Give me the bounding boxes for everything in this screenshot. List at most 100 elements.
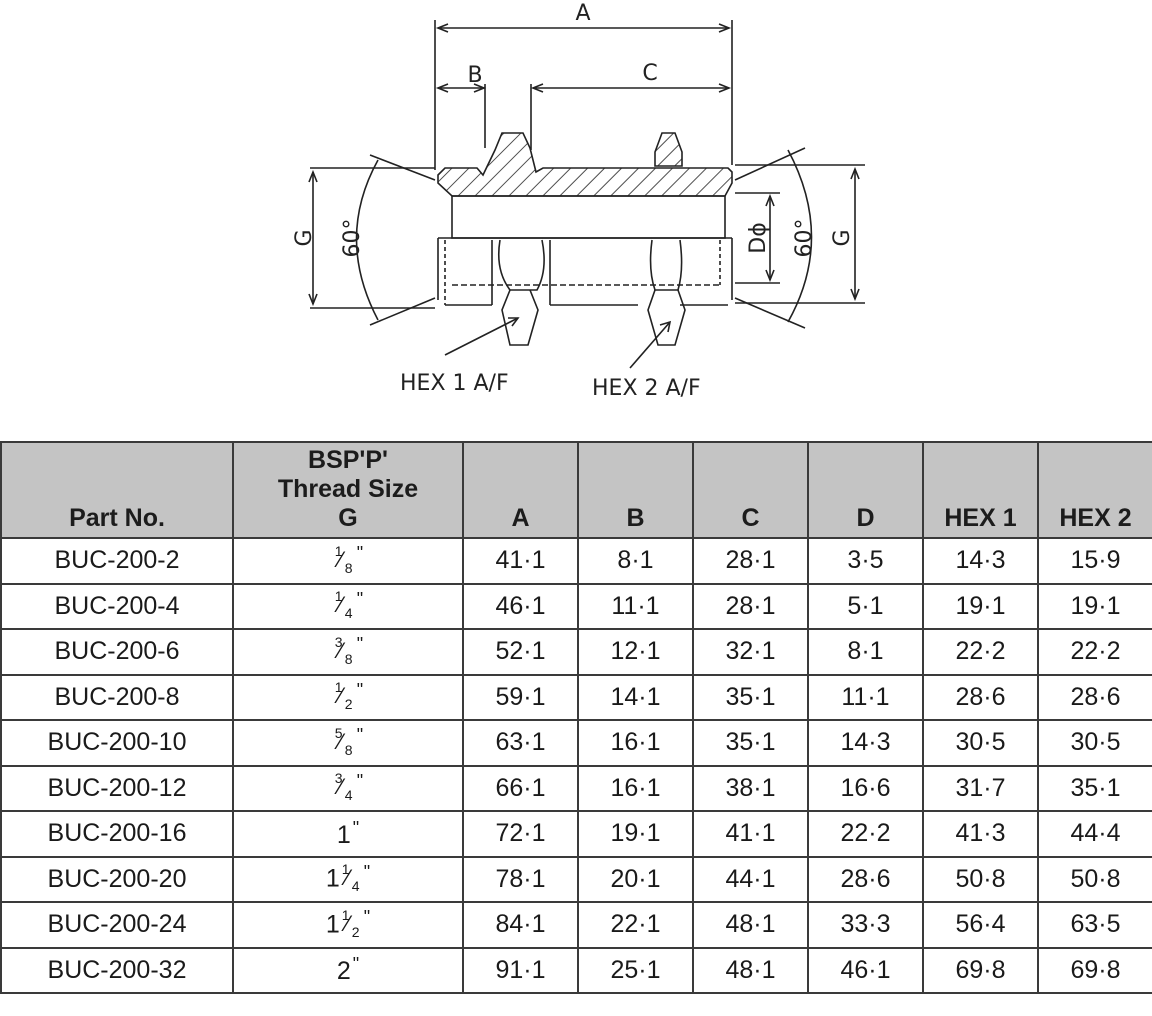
cell-hex1: 30·5 xyxy=(922,719,1039,767)
cell-c: 28·1 xyxy=(692,537,809,585)
cell-part-no: BUC-200-20 xyxy=(0,855,234,903)
cell-c: 48·1 xyxy=(692,901,809,949)
cell-d: 8·1 xyxy=(807,628,924,676)
thread-whole: 1 xyxy=(325,864,340,893)
cell-d: 22·2 xyxy=(807,810,924,858)
cell-a: 52·1 xyxy=(462,628,579,676)
fraction-denominator: 4 xyxy=(344,605,353,622)
header-hex1: HEX 1 xyxy=(922,441,1039,539)
cell-a: 66·1 xyxy=(462,764,579,812)
cell-d: 14·3 xyxy=(807,719,924,767)
cell-part-no: BUC-200-24 xyxy=(0,901,234,949)
cell-hex1: 56·4 xyxy=(922,901,1039,949)
cell-b: 19·1 xyxy=(577,810,694,858)
cell-b: 22·1 xyxy=(577,901,694,949)
cell-c: 38·1 xyxy=(692,764,809,812)
cell-part-no: BUC-200-16 xyxy=(0,810,234,858)
thread-fraction: 1⁄4 xyxy=(340,861,362,897)
header-thread-line2: Thread Size xyxy=(277,475,419,503)
thread-fraction: 3⁄4 xyxy=(333,770,355,806)
thread-fraction: 1⁄2 xyxy=(340,907,362,943)
inch-mark: " xyxy=(352,817,360,838)
header-thread-line3: G xyxy=(338,504,358,532)
dimension-a-label: A xyxy=(575,1,590,26)
fraction-slash: ⁄ xyxy=(338,683,343,709)
inch-mark: " xyxy=(363,861,371,882)
hex2-label: HEX 2 A/F xyxy=(592,376,701,401)
cell-b: 12·1 xyxy=(577,628,694,676)
inch-mark: " xyxy=(356,770,364,791)
cell-c: 48·1 xyxy=(692,946,809,994)
angle-left-label: 60° xyxy=(340,219,365,258)
cell-b: 11·1 xyxy=(577,582,694,630)
fraction-numerator: 1 xyxy=(334,679,343,696)
cell-part-no: BUC-200-32 xyxy=(0,946,234,994)
dimension-d-label: Dϕ xyxy=(746,222,771,253)
cell-hex1: 50·8 xyxy=(922,855,1039,903)
cell-hex2: 44·4 xyxy=(1037,810,1152,858)
fraction-denominator: 8 xyxy=(344,559,353,576)
cell-hex1: 28·6 xyxy=(922,673,1039,721)
table-row: BUC-200-16 1⁄" 72·1 19·1 41·1 22·2 41·3 … xyxy=(0,810,1152,858)
fraction-slash: ⁄ xyxy=(338,728,343,754)
fraction-numerator: 3 xyxy=(334,633,343,650)
fraction-numerator: 1 xyxy=(341,906,350,923)
cell-hex1: 22·2 xyxy=(922,628,1039,676)
fraction-denominator: 2 xyxy=(344,696,353,713)
fraction-slash: ⁄ xyxy=(345,910,350,936)
thread-whole: 1 xyxy=(325,910,340,939)
cell-b: 16·1 xyxy=(577,719,694,767)
table-row: BUC-200-10 5⁄8" 63·1 16·1 35·1 14·3 30·5… xyxy=(0,719,1152,767)
cell-hex2: 69·8 xyxy=(1037,946,1152,994)
cell-hex2: 35·1 xyxy=(1037,764,1152,812)
thread-fraction: 1⁄4 xyxy=(333,588,355,624)
dimension-table: Part No. BSP'P' Thread Size G A B C D HE… xyxy=(0,441,1152,994)
fraction-denominator: 8 xyxy=(344,741,353,758)
table-row: BUC-200-6 3⁄8" 52·1 12·1 32·1 8·1 22·2 2… xyxy=(0,628,1152,676)
fraction-denominator: 2 xyxy=(351,923,360,940)
cell-part-no: BUC-200-4 xyxy=(0,582,234,630)
header-hex2: HEX 2 xyxy=(1037,441,1152,539)
cell-thread-size: 1⁄" xyxy=(232,810,464,858)
cell-c: 32·1 xyxy=(692,628,809,676)
cell-d: 46·1 xyxy=(807,946,924,994)
header-part-no: Part No. xyxy=(0,441,234,539)
cell-c: 35·1 xyxy=(692,673,809,721)
cell-c: 35·1 xyxy=(692,719,809,767)
cell-thread-size: 1⁄8" xyxy=(232,537,464,585)
dimension-b-label: B xyxy=(467,63,482,88)
cell-hex2: 63·5 xyxy=(1037,901,1152,949)
cell-a: 46·1 xyxy=(462,582,579,630)
cell-c: 41·1 xyxy=(692,810,809,858)
fraction-numerator: 3 xyxy=(334,770,343,787)
cell-hex1: 19·1 xyxy=(922,582,1039,630)
inch-mark: " xyxy=(356,588,364,609)
cell-a: 72·1 xyxy=(462,810,579,858)
cell-d: 3·5 xyxy=(807,537,924,585)
cell-a: 84·1 xyxy=(462,901,579,949)
fraction-slash: ⁄ xyxy=(338,774,343,800)
inch-mark: " xyxy=(363,907,371,928)
cell-hex2: 28·6 xyxy=(1037,673,1152,721)
fraction-numerator: 5 xyxy=(334,724,343,741)
cell-b: 25·1 xyxy=(577,946,694,994)
thread-fraction: 1⁄8 xyxy=(333,543,355,579)
cell-part-no: BUC-200-6 xyxy=(0,628,234,676)
dimension-g-left-label: G xyxy=(292,229,317,246)
cell-d: 33·3 xyxy=(807,901,924,949)
fitting-technical-drawing: A B C G 60° Dϕ 60° G HEX 1 A/F HEX 2 A/F xyxy=(280,0,880,410)
angle-right-label: 60° xyxy=(792,219,817,258)
cell-b: 14·1 xyxy=(577,673,694,721)
fraction-denominator: 4 xyxy=(344,787,353,804)
inch-mark: " xyxy=(352,954,360,975)
thread-whole: 2 xyxy=(336,957,351,986)
cell-d: 11·1 xyxy=(807,673,924,721)
header-a: A xyxy=(462,441,579,539)
fraction-denominator: 4 xyxy=(351,878,360,895)
cell-hex2: 50·8 xyxy=(1037,855,1152,903)
cell-part-no: BUC-200-8 xyxy=(0,673,234,721)
header-thread-size: BSP'P' Thread Size G xyxy=(232,441,464,539)
cell-d: 5·1 xyxy=(807,582,924,630)
cell-a: 78·1 xyxy=(462,855,579,903)
fraction-denominator: 8 xyxy=(344,650,353,667)
